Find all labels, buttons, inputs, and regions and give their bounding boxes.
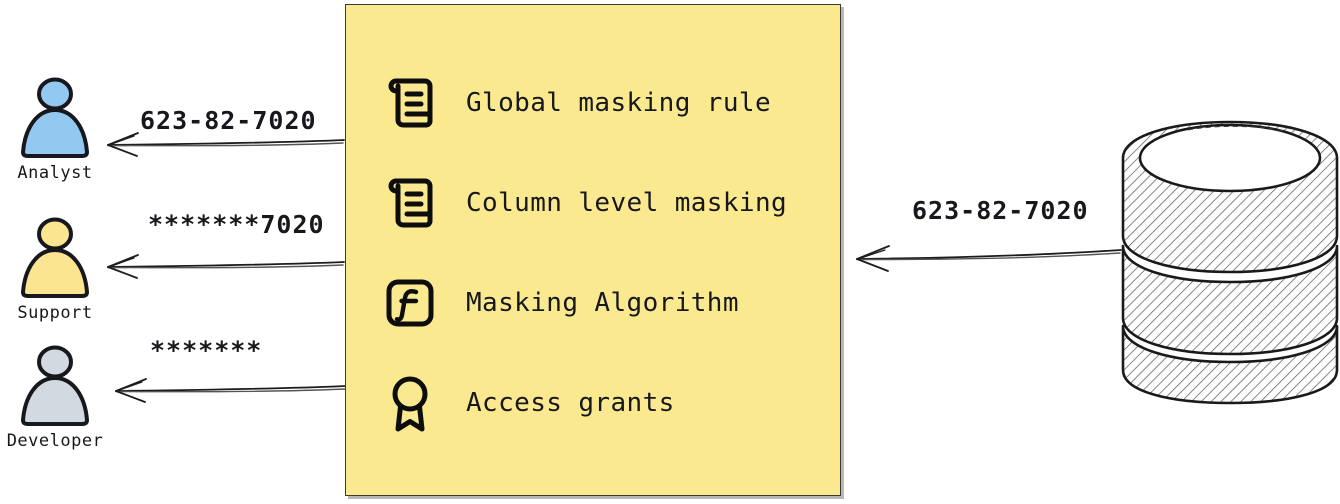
- policy-item-label: Global masking rule: [466, 88, 772, 118]
- actor-label: Analyst: [17, 163, 93, 183]
- arrow-database-to-panel: [845, 238, 1123, 274]
- actor-label: Developer: [6, 431, 104, 451]
- function-icon: [382, 273, 438, 333]
- policy-item-label: Column level masking: [466, 188, 788, 218]
- scroll-icon: [382, 173, 438, 233]
- person-icon: [21, 77, 89, 158]
- policy-item-access-grants[interactable]: Access grants: [346, 353, 840, 453]
- policy-panel: Global masking rule Column level masking: [345, 4, 841, 496]
- actor-developer: Developer: [0, 344, 110, 451]
- arrow-to-developer: [104, 372, 348, 406]
- edge-label-support: *******7020: [148, 210, 325, 239]
- policy-item-masking-algorithm[interactable]: Masking Algorithm: [346, 253, 840, 353]
- arrow-to-support: [96, 248, 346, 282]
- arrow-to-analyst: [96, 126, 346, 160]
- edge-label-developer: *******: [150, 336, 263, 365]
- actor-analyst: Analyst: [0, 76, 110, 183]
- edge-label-database: 623-82-7020: [912, 196, 1089, 225]
- policy-item-column-level-masking[interactable]: Column level masking: [346, 153, 840, 253]
- policy-list: Global masking rule Column level masking: [346, 5, 840, 495]
- edge-label-analyst: 623-82-7020: [140, 106, 317, 135]
- database-cylinder-icon: [1118, 118, 1340, 406]
- actor-label: Support: [17, 303, 93, 323]
- policy-item-label: Access grants: [466, 388, 675, 418]
- policy-item-global-masking-rule[interactable]: Global masking rule: [346, 53, 840, 153]
- scroll-icon: [382, 73, 438, 133]
- award-icon: [382, 373, 438, 433]
- actor-support: Support: [0, 216, 110, 323]
- person-icon: [21, 345, 89, 426]
- person-icon: [21, 217, 89, 298]
- policy-item-label: Masking Algorithm: [466, 288, 739, 318]
